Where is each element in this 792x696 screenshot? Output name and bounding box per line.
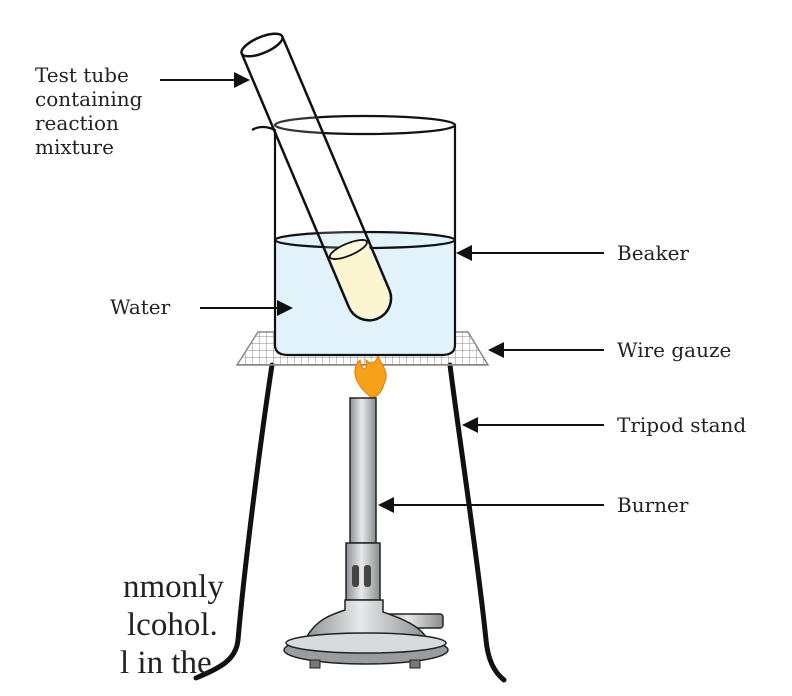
burner xyxy=(283,354,449,669)
svg-text:Water: Water xyxy=(110,295,171,319)
label-wire-gauze: Wire gauze xyxy=(488,338,731,362)
svg-text:reaction: reaction xyxy=(35,111,119,135)
label-water: Water xyxy=(110,295,293,319)
label-beaker: Beaker xyxy=(456,241,689,265)
svg-text:Wire gauze: Wire gauze xyxy=(617,338,731,362)
svg-text:lcohol.: lcohol. xyxy=(127,607,218,643)
svg-text:nmonly: nmonly xyxy=(123,569,224,605)
svg-text:Tripod stand: Tripod stand xyxy=(617,413,746,437)
svg-text:containing: containing xyxy=(35,87,143,111)
svg-text:l in the: l in the xyxy=(120,645,212,681)
test-tube xyxy=(240,32,393,322)
svg-text:Test tube: Test tube xyxy=(35,63,129,87)
svg-text:Burner: Burner xyxy=(617,493,689,517)
svg-text:mixture: mixture xyxy=(35,135,114,159)
svg-text:Beaker: Beaker xyxy=(617,241,689,265)
flame-icon xyxy=(354,354,387,399)
label-burner: Burner xyxy=(378,493,689,517)
reaction-mixture xyxy=(329,241,390,319)
body-text-fragment: nmonly lcohol. l in the xyxy=(120,569,224,681)
label-test-tube: Test tube containing reaction mixture xyxy=(35,63,250,159)
label-tripod-stand: Tripod stand xyxy=(462,413,746,437)
tripod-stand xyxy=(193,362,507,683)
